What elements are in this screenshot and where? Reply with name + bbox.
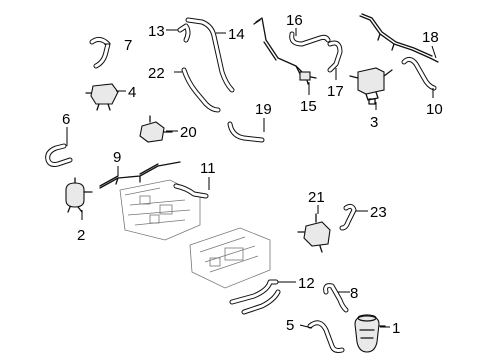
callout-2: 2	[77, 227, 85, 244]
part-15-pipe	[253, 17, 317, 85]
background-inverter-ghost	[119, 179, 201, 241]
callout-9: 9	[113, 149, 121, 166]
callout-13: 13	[148, 23, 165, 40]
callout-1: 1	[392, 320, 400, 337]
part-5-hose	[307, 320, 345, 353]
part-10-hose	[401, 56, 437, 91]
part-1-reservoir	[354, 314, 386, 353]
part-22-hose	[181, 67, 221, 113]
callout-12: 12	[298, 275, 315, 292]
part-12-hose	[229, 279, 281, 315]
callout-18: 18	[422, 29, 439, 46]
callout-10: 10	[426, 101, 443, 118]
callout-3: 3	[370, 114, 378, 131]
callout-15: 15	[300, 98, 317, 115]
callout-19: 19	[255, 101, 272, 118]
part-21-solenoid	[297, 213, 331, 253]
callout-7: 7	[124, 37, 132, 54]
part-19-hose	[227, 121, 265, 143]
part-18-hose	[359, 13, 439, 63]
callout-16: 16	[286, 12, 303, 29]
part-11-hose	[173, 183, 209, 199]
part-13-clamp	[177, 23, 191, 43]
part-14-pipe	[185, 17, 235, 93]
part-4-valve	[85, 83, 119, 111]
callout-labels: 1 2 3 4 5 6 7 8 9 10 11 12 13 14 15 16 1…	[62, 12, 443, 337]
part-16-hose	[289, 31, 331, 47]
callout-4: 4	[128, 84, 136, 101]
callout-21: 21	[308, 189, 325, 206]
callout-11: 11	[200, 160, 216, 177]
part-7-hose	[89, 36, 111, 69]
part-6-hose	[45, 143, 73, 167]
callout-17: 17	[327, 83, 344, 100]
part-17-hose	[327, 40, 343, 73]
part-23-hose	[339, 203, 357, 231]
part-20-solenoid	[139, 115, 173, 143]
callout-22: 22	[148, 65, 165, 82]
part-9-pipe	[99, 161, 181, 189]
leader-lines	[66, 28, 437, 329]
callout-14: 14	[228, 26, 245, 43]
callout-20: 20	[180, 124, 197, 141]
callout-6: 6	[62, 111, 70, 128]
callout-5: 5	[286, 317, 294, 334]
part-3-pump	[349, 67, 393, 105]
part-8-hose	[323, 283, 349, 313]
part-2-pump	[65, 177, 93, 213]
callout-23: 23	[370, 204, 387, 221]
background-converter-ghost	[189, 227, 271, 289]
callout-8: 8	[350, 285, 358, 302]
